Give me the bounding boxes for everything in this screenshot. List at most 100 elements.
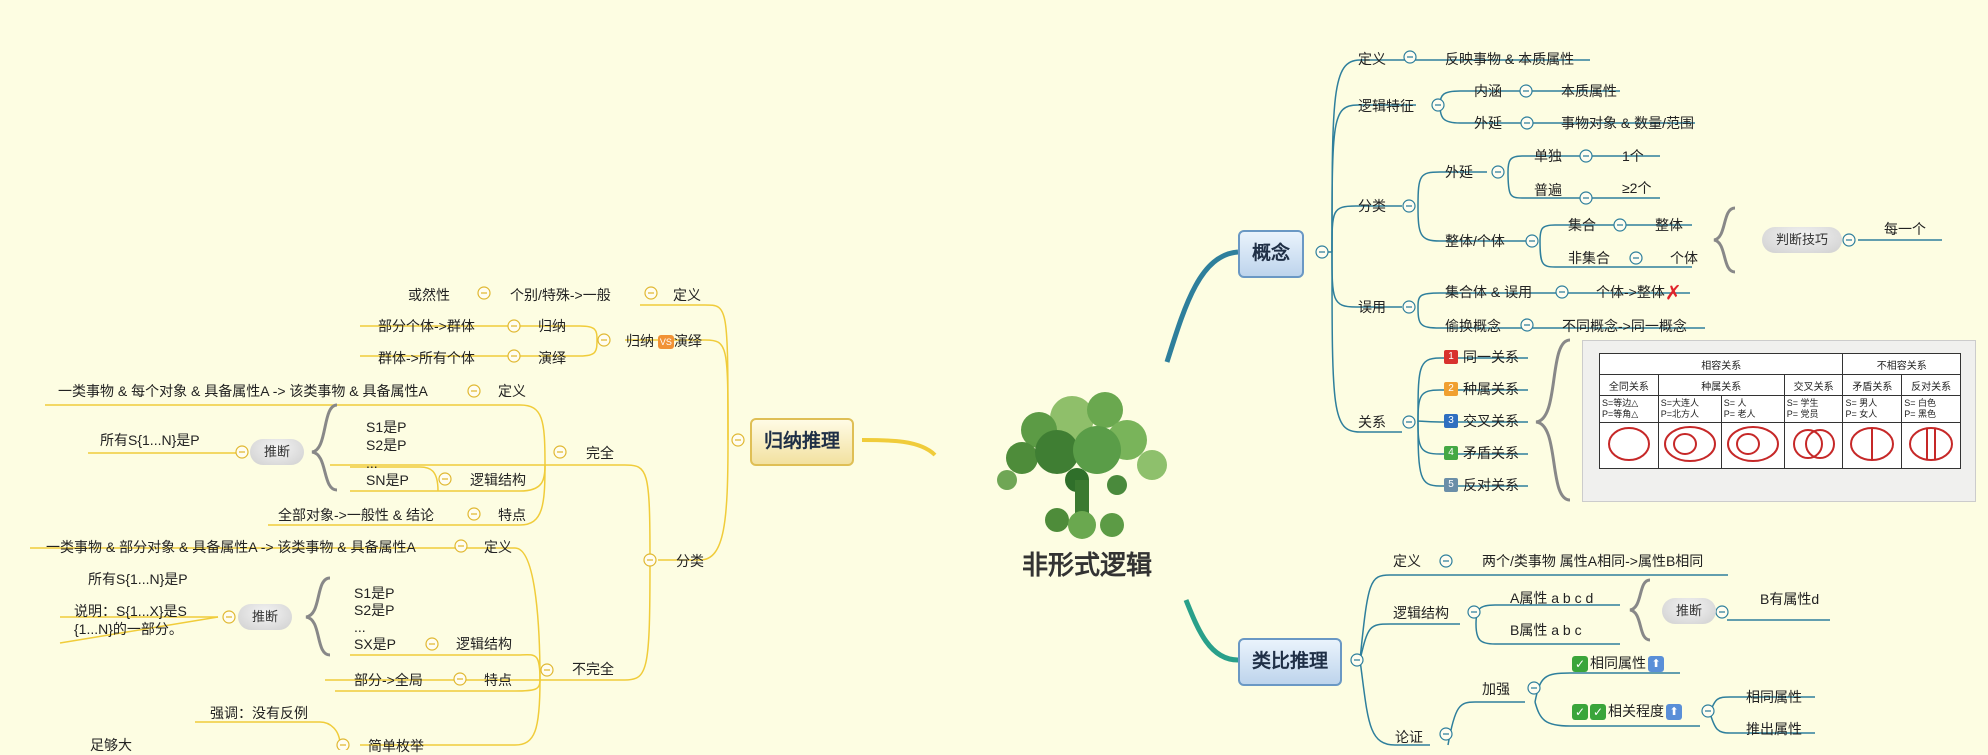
single-value[interactable]: 1个 [1622,148,1644,164]
complete-label[interactable]: 完全 [586,445,614,461]
relevance-item[interactable]: ✓✓相关程度⬆ [1572,702,1682,721]
topic-concept[interactable]: 概念 [1238,230,1305,278]
group-to-all[interactable]: 群体->所有个体 [378,350,475,366]
extension-label[interactable]: 外延 [1474,115,1502,131]
relation-item-4[interactable]: 矛盾关系 [1463,445,1519,461]
judge-tip-pill[interactable]: 判断技巧 [1762,227,1843,253]
classify-label[interactable]: 分类 [676,553,704,569]
complete-feature-label[interactable]: 特点 [498,507,526,523]
incomplete-line-4[interactable]: SX是P [354,636,397,652]
misuse-item1-text: 个体->整体 [1596,284,1665,300]
relation-item-5[interactable]: 反对关系 [1463,477,1519,493]
complete-infer-src[interactable]: 所有S{1...N}是P [100,432,200,448]
misuse-item2[interactable]: 偷换概念 [1445,318,1501,334]
complete-line-2[interactable]: S2是P [366,437,407,453]
part-to-group-value[interactable]: 归纳 [538,318,566,334]
venn-cell [1657,422,1722,469]
relation-item-1[interactable]: 同一关系 [1463,349,1519,365]
probability-label[interactable]: 或然性 [408,287,450,303]
venn-cell [1783,422,1844,469]
venn-cell [1842,422,1903,469]
incomplete-line-1[interactable]: S1是P [354,585,395,601]
complete-infer-pill[interactable]: 推断 [250,439,305,465]
no-counterexample[interactable]: 强调：没有反例 [210,705,308,721]
part-to-group[interactable]: 部分个体->群体 [378,318,475,334]
group-to-all-value[interactable]: 演绎 [538,350,566,366]
misuse-label[interactable]: 误用 [1358,299,1386,315]
classification-label[interactable]: 分类 [1358,198,1386,214]
incomplete-label[interactable]: 不完全 [572,661,614,677]
venn-same-icon [1607,427,1650,461]
complete-line-4[interactable]: SN是P [366,472,409,488]
argument-label[interactable]: 论证 [1395,729,1423,745]
misuse-item2-value[interactable]: 不同概念->同一概念 [1562,318,1687,334]
complete-def-label[interactable]: 定义 [498,383,526,399]
nonset-label[interactable]: 非集合 [1568,250,1610,266]
attr-a[interactable]: A属性 a b c d [1510,590,1594,606]
whole-individual-label[interactable]: 整体/个体 [1445,233,1505,249]
same-attr-item[interactable]: ✓相同属性⬆ [1572,654,1664,673]
num-badge-2: 2 [1444,382,1458,396]
general-label[interactable]: 普遍 [1534,182,1562,198]
incomplete-line-3[interactable]: ... [354,619,366,635]
complete-def[interactable]: 一类事物 & 每个对象 & 具备属性A -> 该类事物 & 具备属性A [58,383,428,399]
analogy-def-label[interactable]: 定义 [1393,553,1421,569]
analogy-infer-result[interactable]: B有属性d [1760,591,1820,607]
incomplete-line-2[interactable]: S2是P [354,602,395,618]
set-label[interactable]: 集合 [1568,217,1596,233]
judge-tip-value[interactable]: 每一个 [1884,221,1926,237]
col-cross: 交叉关系 [1783,374,1844,396]
intension-label[interactable]: 内涵 [1474,83,1502,99]
concept-def-value[interactable]: 反映事物 & 本质属性 [1445,51,1575,67]
incomplete-feature-label[interactable]: 特点 [484,672,512,688]
topic-induction[interactable]: 归纳推理 [750,418,855,466]
logic-features-label[interactable]: 逻辑特征 [1358,98,1414,114]
complete-line-1[interactable]: S1是P [366,419,407,435]
individual-general[interactable]: 个别/特殊->一般 [510,287,611,303]
intension-value[interactable]: 本质属性 [1561,83,1617,99]
relation-item-2[interactable]: 种属关系 [1463,381,1519,397]
analogy-structure-label[interactable]: 逻辑结构 [1393,605,1449,621]
incomplete-infer-src[interactable]: 所有S{1...N}是P [88,571,188,587]
set-value[interactable]: 整体 [1655,217,1683,233]
incomplete-def[interactable]: 一类事物 & 部分对象 & 具备属性A -> 该类事物 & 具备属性A [46,539,416,555]
relation-item-3[interactable]: 交叉关系 [1463,413,1519,429]
induction-def-label[interactable]: 定义 [673,287,701,303]
relations-label[interactable]: 关系 [1358,414,1386,430]
general-value[interactable]: ≥2个 [1622,180,1652,196]
incomplete-note-2[interactable]: {1...N}的一部分。 [74,621,183,637]
incomplete-def-label[interactable]: 定义 [484,539,512,555]
complete-structure-label[interactable]: 逻辑结构 [470,472,526,488]
simple-enumeration[interactable]: 简单枚举 [368,738,424,754]
analogy-def-value[interactable]: 两个/类事物 属性A相同->属性B相同 [1482,553,1704,569]
complete-feature[interactable]: 全部对象->一般性 & 结论 [278,507,434,523]
incomplete-structure-label[interactable]: 逻辑结构 [456,636,512,652]
derived-attr-sub[interactable]: 推出属性 [1746,721,1802,737]
venn-cell [1720,422,1785,469]
incomplete-infer-pill[interactable]: 推断 [238,604,293,630]
attr-b[interactable]: B属性 a b c [1510,622,1582,638]
concept-def-label[interactable]: 定义 [1358,51,1386,67]
class-extension-label[interactable]: 外延 [1445,164,1473,180]
topic-analogy[interactable]: 类比推理 [1238,638,1343,686]
col-contrary: 反对关系 [1901,374,1961,396]
nonset-value[interactable]: 个体 [1670,250,1698,266]
misuse-item1[interactable]: 集合体 & 误用 [1445,284,1533,300]
large-enough[interactable]: 足够大 [90,737,132,753]
induction-text: 归纳 [626,333,654,349]
misuse-item1-value[interactable]: 个体->整体✗ [1596,283,1682,303]
same-attr-sub[interactable]: 相同属性 [1746,689,1802,705]
complete-line-3[interactable]: ... [366,455,378,471]
center-topic[interactable]: 非形式逻辑 [1022,550,1153,580]
analogy-infer-pill[interactable]: 推断 [1662,598,1717,624]
strengthen-label[interactable]: 加强 [1482,681,1510,697]
up-arrow-icon: ⬆ [1666,704,1682,721]
incompat-header: 不相容关系 [1842,353,1961,375]
extension-value[interactable]: 事物对象 & 数量/范围 [1561,115,1695,131]
incomplete-feature[interactable]: 部分->全局 [354,672,423,688]
incomplete-note-1[interactable]: 说明：S{1...X}是S [74,603,187,619]
single-label[interactable]: 单独 [1534,148,1562,164]
